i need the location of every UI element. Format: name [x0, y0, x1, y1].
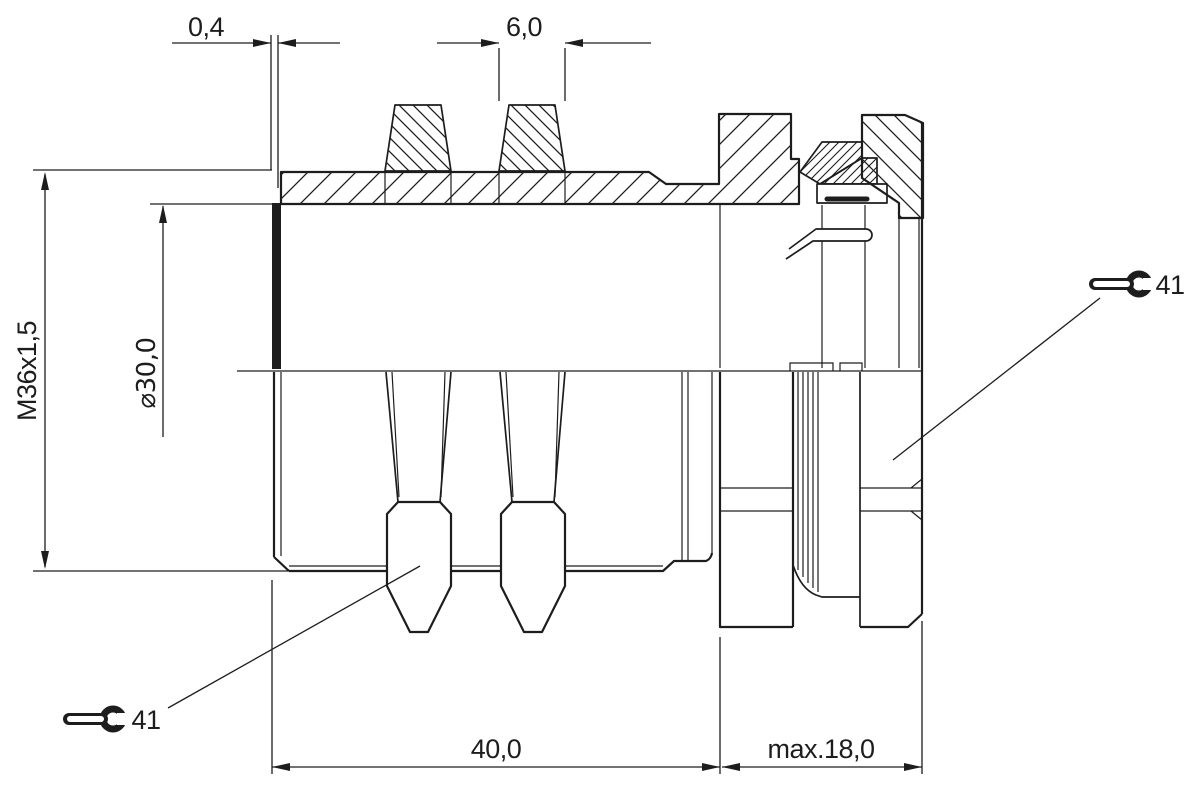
sealing-fin-rear-hatch — [499, 105, 565, 171]
body-groove-edges — [681, 372, 689, 561]
cap-front-ring — [718, 372, 795, 629]
cap-nut-exterior — [718, 372, 923, 629]
arrowhead — [481, 39, 499, 47]
arrowhead — [702, 763, 720, 771]
dimension-wall-thickness: 0,4 — [172, 12, 340, 188]
sealing-fin-front — [384, 104, 452, 172]
body-hatch — [281, 114, 799, 204]
arrowhead — [272, 763, 290, 771]
lamella-slot-lines — [797, 372, 819, 592]
body-outline — [279, 112, 801, 206]
arrowhead — [41, 172, 49, 190]
dim-label-body-length: 40,0 — [471, 734, 522, 764]
wrench-callout-rear: 41 — [892, 270, 1185, 461]
seal-insert — [799, 141, 888, 204]
gland-body-section — [279, 112, 801, 206]
dimension-clamping-length: max.18,0 — [722, 621, 923, 774]
sealing-fins — [384, 104, 566, 172]
arrowhead — [253, 39, 271, 47]
wrench-size-label-front: 41 — [131, 705, 160, 735]
dim-label-thread: M36x1,5 — [12, 321, 42, 421]
arrowhead — [904, 763, 922, 771]
wrench-icon — [63, 705, 132, 733]
body-bottom-edge — [289, 552, 714, 573]
sealing-fin-rear — [498, 104, 566, 172]
arrowhead — [278, 39, 296, 47]
dim-label-fin-width: 6,0 — [506, 12, 542, 42]
leader-line — [167, 565, 421, 709]
fin-groove-edges — [384, 172, 566, 203]
lamella-slot-ends — [789, 362, 863, 371]
hex-flat-pods — [385, 371, 567, 634]
wrench-size-label-rear: 41 — [1155, 270, 1184, 300]
cap-front-hex-bands — [720, 487, 793, 512]
cap-rear-hex-bands — [860, 487, 922, 512]
pod-rear — [499, 500, 567, 634]
membrane-wall — [272, 203, 281, 369]
clamp-insert — [719, 205, 873, 371]
wrench-callout-front: 41 — [63, 565, 421, 735]
leader-line — [892, 297, 1101, 461]
body-front-edge — [272, 372, 290, 572]
cap-nut-section — [860, 113, 925, 614]
clamp-finger — [785, 228, 873, 260]
sleeve-bottom-profile — [792, 564, 860, 598]
dimension-body-length: 40,0 — [271, 580, 721, 774]
cap-nut-outline — [860, 113, 925, 220]
arrowhead — [41, 551, 49, 569]
dim-label-wall-thickness: 0,4 — [188, 12, 225, 42]
cap-skirt-edges — [898, 218, 920, 368]
dim-label-bore-diameter: ⌀30,0 — [132, 337, 162, 408]
arrowhead — [159, 205, 167, 223]
cap-rear-chamfer-marks — [910, 478, 923, 521]
dimension-fin-width: 6,0 — [437, 12, 651, 101]
dimension-bore-diameter: ⌀30,0 — [132, 203, 272, 437]
sealing-fin-front-hatch — [385, 105, 451, 171]
arrowhead — [722, 763, 740, 771]
cap-nut-hatch — [862, 115, 923, 218]
seal-hatch-a — [800, 142, 862, 184]
wrench-icon — [1089, 270, 1158, 298]
pod-front-inner — [391, 371, 446, 498]
pod-rear-inner — [505, 371, 560, 498]
body-exterior — [237, 370, 922, 573]
dim-label-clamping-length: max.18,0 — [767, 734, 874, 764]
arrowhead — [565, 39, 583, 47]
dimension-thread: M36x1,5 — [12, 169, 289, 572]
cap-rear-bottom-edge — [860, 613, 923, 629]
